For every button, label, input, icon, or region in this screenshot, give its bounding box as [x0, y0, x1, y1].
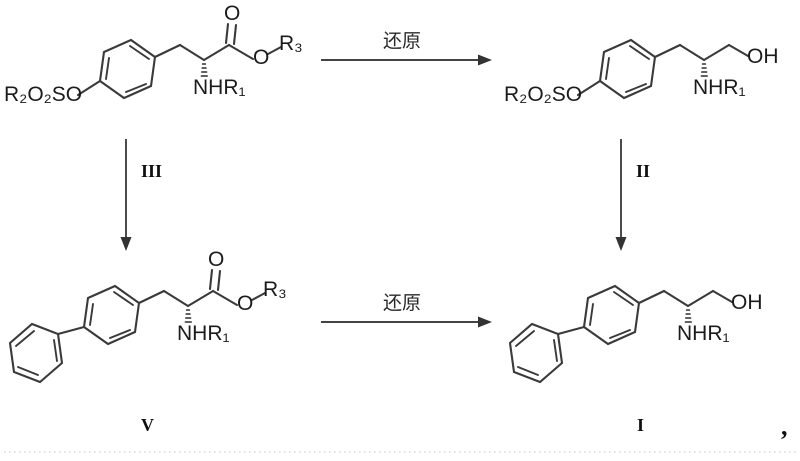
structure-iii-drawing [76, 22, 283, 100]
arrow-top-label: 还原 [383, 30, 422, 52]
ester-oxygen-label-structure-iii: O [253, 46, 270, 69]
amine-label-structure-v: NHR₁ [177, 322, 230, 345]
arrow-bottom-drawing [321, 316, 492, 328]
ester-oxygen-label-structure-v: O [237, 292, 254, 315]
arrow-bottom-label: 还原 [383, 292, 422, 314]
hydroxyl-label-structure-i: OH [731, 291, 763, 314]
structure-label-v: V [141, 415, 154, 435]
structure-i-drawing [508, 284, 734, 384]
amine-label-structure-ii: NHR₁ [693, 76, 746, 99]
arrow-left-drawing [120, 139, 132, 251]
arrow-right-label: II [636, 161, 651, 181]
ester-group-label-structure-iii: R₃ [279, 32, 303, 55]
hydroxyl-label-structure-ii: OH [747, 45, 779, 68]
carbonyl-oxygen-label-structure-iii: O [224, 2, 241, 25]
amine-label-structure-iii: NHR₁ [193, 76, 246, 99]
ester-group-label-structure-v: R₃ [263, 278, 287, 301]
trailing-comma: , [781, 412, 788, 441]
sulfonate-label-structure-ii: R₂O₂SO [504, 83, 583, 106]
arrow-right-drawing [615, 139, 627, 251]
carbonyl-oxygen-label-structure-v: O [208, 248, 225, 271]
structure-ii-drawing [576, 38, 750, 100]
amine-label-structure-i: NHR₁ [677, 322, 730, 345]
structure-label-i: I [637, 415, 645, 435]
arrow-left-label: III [141, 161, 163, 181]
arrow-top-drawing [321, 54, 492, 66]
sulfonate-label-structure-iii: R₂O₂SO [4, 83, 83, 106]
structure-v-drawing [8, 268, 267, 384]
